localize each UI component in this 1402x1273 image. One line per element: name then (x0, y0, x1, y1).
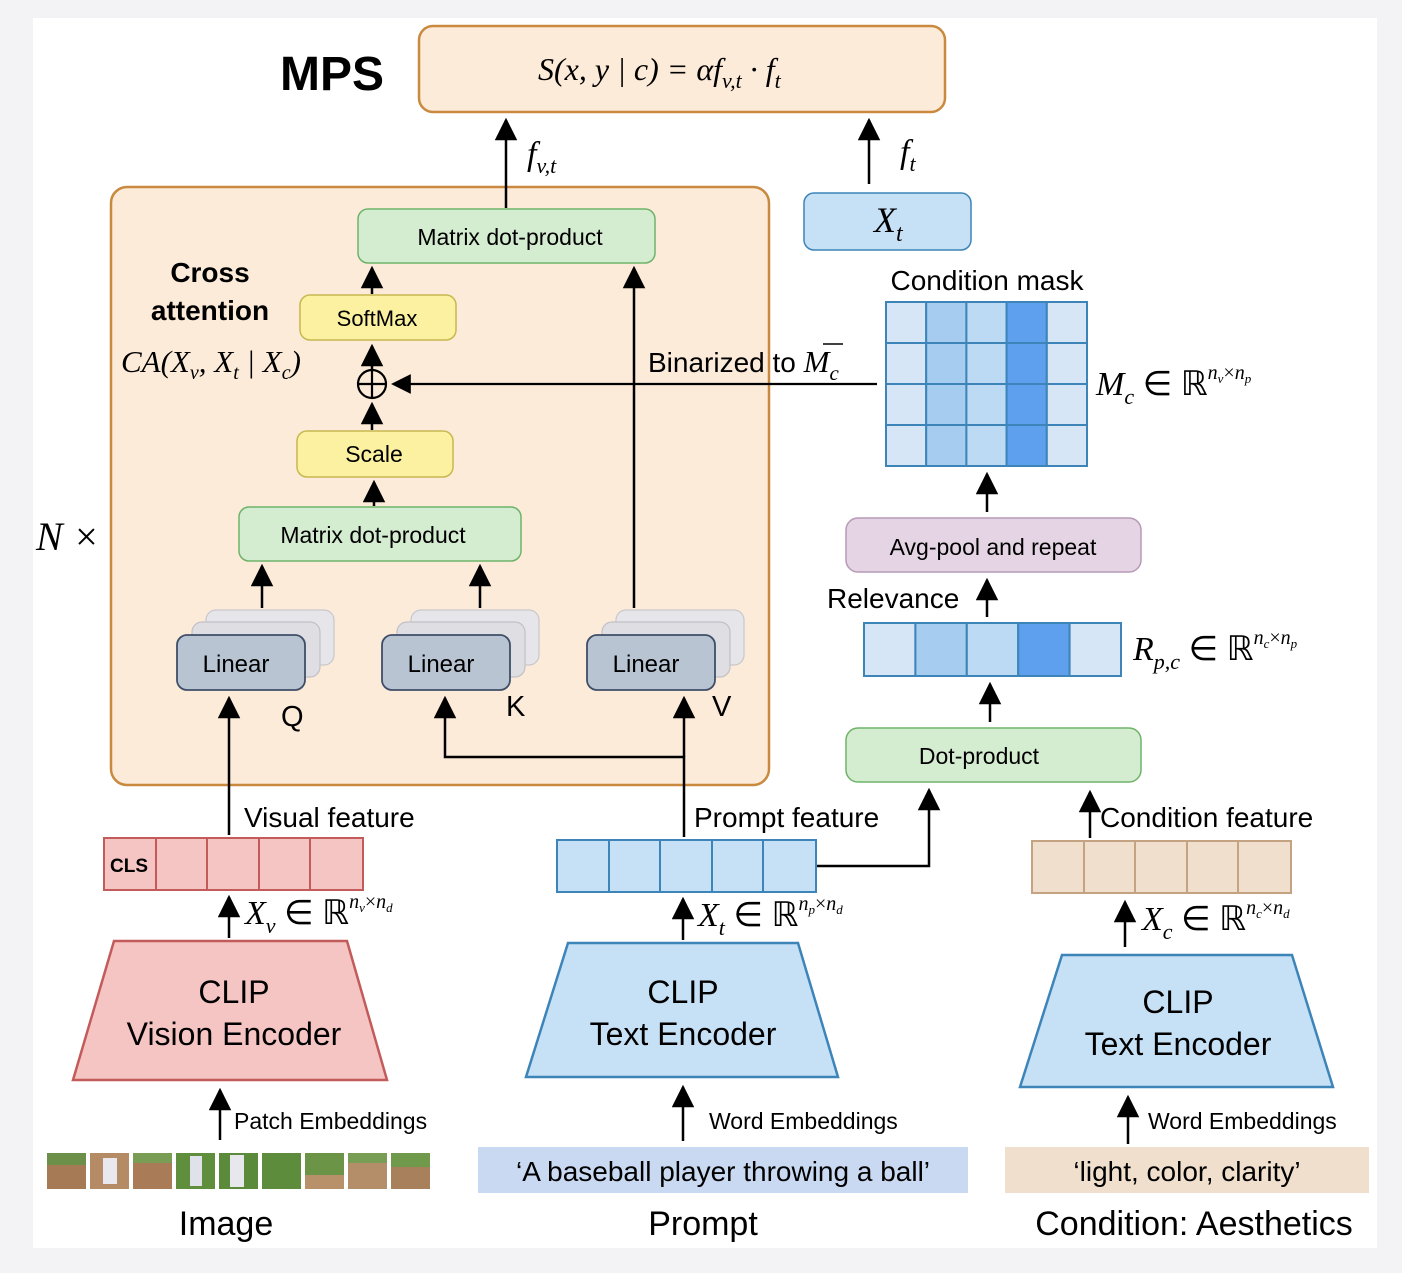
xc-formula: Xc ∈ ℝnc×nd (1140, 897, 1290, 944)
relevance-vector (863, 622, 1122, 677)
avg-pool-box (845, 517, 1142, 573)
matrix-dot-product-top (357, 208, 656, 264)
xt-box (803, 192, 972, 251)
image-caption: Image (179, 1205, 274, 1243)
avg-pool-label: Avg-pool and repeat (890, 534, 1097, 560)
mps-title: MPS (280, 48, 384, 101)
word-embeddings-label-1: Word Embeddings (709, 1108, 898, 1134)
clip-condition-encoder-line2: Text Encoder (1085, 1026, 1272, 1062)
mask-cell (965, 424, 1008, 467)
prompt-text: ‘A baseball player throwing a ball’ (516, 1156, 930, 1187)
cls-token-label: CLS (110, 856, 148, 877)
relevance-cell (1068, 622, 1122, 677)
linear-k-stack: Linear (381, 609, 540, 691)
scale-box (296, 430, 454, 478)
relevance-cell (1017, 622, 1071, 677)
linear-k-label: Linear (408, 651, 475, 678)
k-label: K (506, 691, 526, 723)
clip-text-encoder-line2: Text Encoder (590, 1016, 777, 1052)
mask-cell (1045, 301, 1089, 344)
ca-formula: CA(Xv, Xt | Xc) (121, 344, 301, 384)
condition-mask-label: Condition mask (891, 265, 1085, 296)
linear-q-stack: Linear (176, 609, 335, 691)
linear-v-stack: Linear (586, 609, 745, 691)
word-embeddings-label-2: Word Embeddings (1148, 1108, 1337, 1134)
visual-feature-vector: CLS (103, 837, 364, 891)
linear-q-label: Linear (203, 651, 270, 678)
softmax-box (299, 294, 457, 341)
cross-attention-label-line2: attention (151, 295, 269, 326)
cross-attention-label-line1: Cross (170, 257, 249, 288)
xt-box-label: Xt (872, 200, 904, 247)
prompt-caption: Prompt (648, 1205, 758, 1243)
mask-cell (1045, 424, 1089, 467)
relevance-cell (914, 622, 968, 677)
clip-text-encoder (524, 941, 840, 1079)
mask-cell (965, 301, 1008, 344)
mask-cell (925, 342, 968, 385)
clip-vision-encoder (71, 939, 389, 1082)
condition-feature-label: Condition feature (1100, 802, 1313, 833)
matrix-dot-product-top-label: Matrix dot-product (417, 224, 603, 250)
matrix-dot-product-bottom-label: Matrix dot-product (280, 522, 466, 548)
mask-cell (885, 301, 928, 344)
mask-cell (925, 383, 968, 426)
prompt-feature-vector (556, 839, 817, 893)
visual-feature-label: Visual feature (244, 802, 415, 833)
mask-cell (925, 301, 968, 344)
mask-cell (1045, 383, 1089, 426)
condition-input-box (1005, 1147, 1369, 1193)
clip-condition-text-encoder (1018, 953, 1335, 1089)
relevance-label: Relevance (827, 583, 959, 614)
mask-cell (1045, 342, 1089, 385)
condition-text: ‘light, color, clarity’ (1073, 1156, 1300, 1187)
relevance-cell (863, 622, 917, 677)
clip-vision-encoder-line2: Vision Encoder (127, 1016, 342, 1052)
linear-v-label: Linear (613, 651, 680, 678)
mask-cell (1005, 424, 1048, 467)
mask-cell (1005, 342, 1048, 385)
arrow-prompt-to-k (433, 695, 686, 837)
arrow-prompt-to-dot (817, 787, 941, 868)
mask-cell (1005, 383, 1048, 426)
score-formula: S(x, y | c) = αfv,t · ft (538, 51, 782, 93)
q-label: Q (281, 701, 304, 733)
mask-cell (885, 424, 928, 467)
mask-cell (885, 383, 928, 426)
score-box (417, 24, 947, 114)
clip-vision-encoder-line1: CLIP (198, 974, 269, 1010)
v-label: V (712, 691, 732, 723)
prompt-input-box (478, 1147, 968, 1193)
mask-cell (1005, 301, 1048, 344)
relevance-cell (965, 622, 1020, 677)
xv-formula: Xv ∈ ℝnv×nd (243, 891, 393, 938)
mask-cell (965, 342, 1008, 385)
mask-cell (885, 342, 928, 385)
patch-embeddings-label: Patch Embeddings (234, 1108, 427, 1134)
condition-mask-grid (885, 301, 1089, 467)
clip-condition-encoder-line1: CLIP (1142, 984, 1213, 1020)
condition-feature-vector (1031, 840, 1292, 894)
matrix-dot-product-bottom (238, 506, 522, 562)
xt-formula: Xt ∈ ℝnp×nd (696, 893, 843, 940)
dot-product-box (845, 727, 1142, 783)
n-times-label: N × (35, 514, 100, 559)
prompt-feature-label: Prompt feature (694, 802, 879, 833)
binarized-label: Binarized to Mc (648, 344, 839, 385)
clip-text-encoder-line1: CLIP (647, 974, 718, 1010)
mask-cell (965, 383, 1008, 426)
softmax-label: SoftMax (337, 306, 418, 331)
mc-formula: Mc ∈ ℝnv×np (1095, 362, 1252, 409)
condition-caption: Condition: Aesthetics (1035, 1205, 1353, 1243)
dot-product-label: Dot-product (919, 743, 1040, 769)
rpc-formula: Rp,c ∈ ℝnc×np (1132, 627, 1298, 674)
scale-label: Scale (345, 441, 403, 467)
image-patches (47, 1153, 430, 1189)
mask-cell (925, 424, 968, 467)
